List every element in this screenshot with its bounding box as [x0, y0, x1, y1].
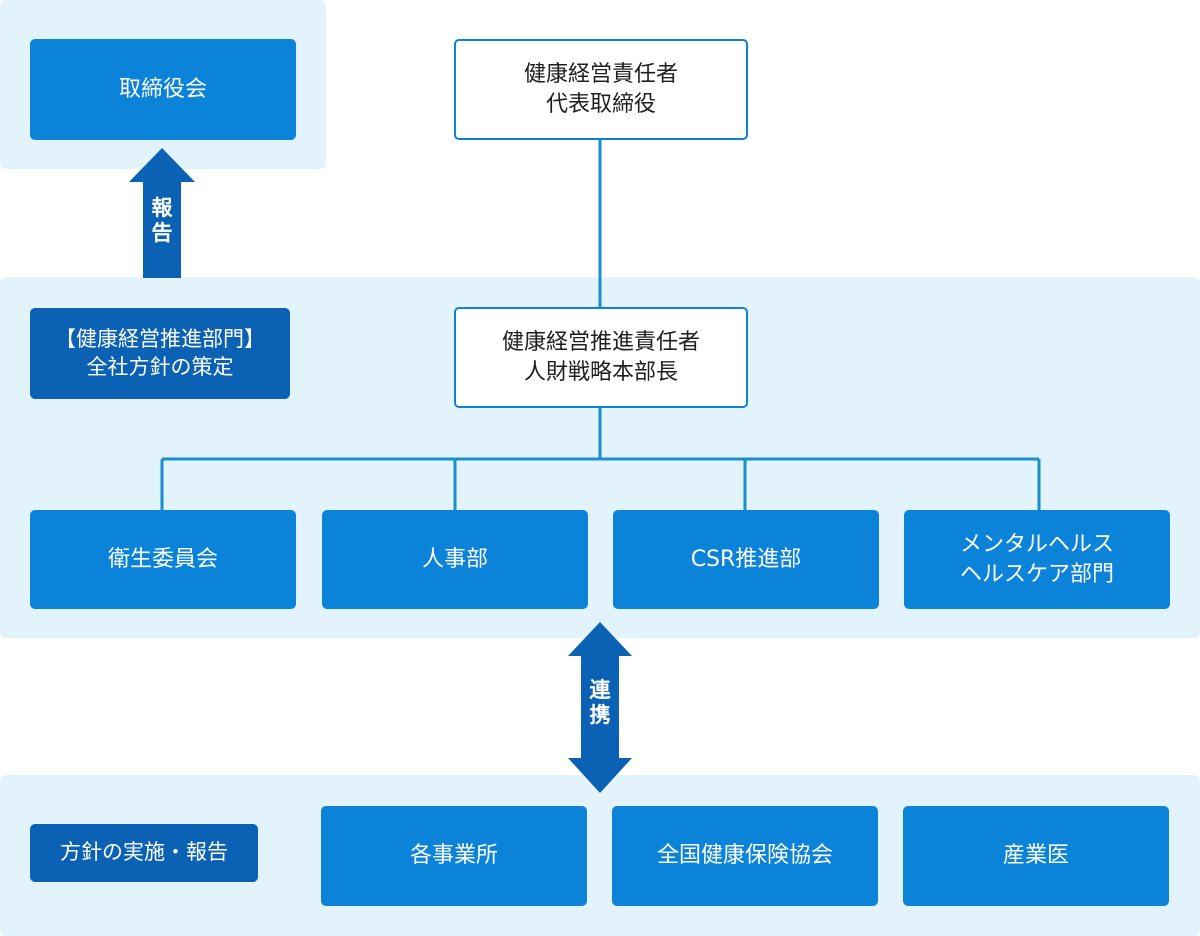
- promotion-dept-tag: 【健康経営推進部門】 全社方針の策定: [30, 308, 290, 399]
- cooperation-char-2: 携: [589, 703, 611, 728]
- cooperation-arrow: [568, 622, 632, 793]
- board-box: 取締役会: [30, 39, 296, 140]
- implementation-tag: 方針の実施・報告: [30, 824, 258, 882]
- cooperation-arrow-label: 連 携: [581, 678, 619, 728]
- report-char-1: 報: [151, 196, 173, 220]
- report-char-2: 告: [151, 221, 173, 246]
- unit-health-insurance: 全国健康保険協会: [612, 806, 878, 906]
- unit-offices: 各事業所: [321, 806, 587, 906]
- top-officer-box: 健康経営責任者 代表取締役: [454, 39, 748, 140]
- cooperation-char-1: 連: [589, 678, 611, 702]
- unit-occupational-physician: 産業医: [903, 806, 1169, 906]
- report-arrow-label: 報 告: [143, 196, 181, 246]
- report-arrow: [129, 148, 195, 278]
- unit-mental-health: メンタルヘルス ヘルスケア部門: [904, 510, 1170, 609]
- unit-hr-dept: 人事部: [322, 510, 588, 609]
- promotion-head-box: 健康経営推進責任者 人財戦略本部長: [454, 307, 748, 408]
- unit-health-committee: 衛生委員会: [30, 510, 296, 609]
- unit-csr-dept: CSR推進部: [613, 510, 879, 609]
